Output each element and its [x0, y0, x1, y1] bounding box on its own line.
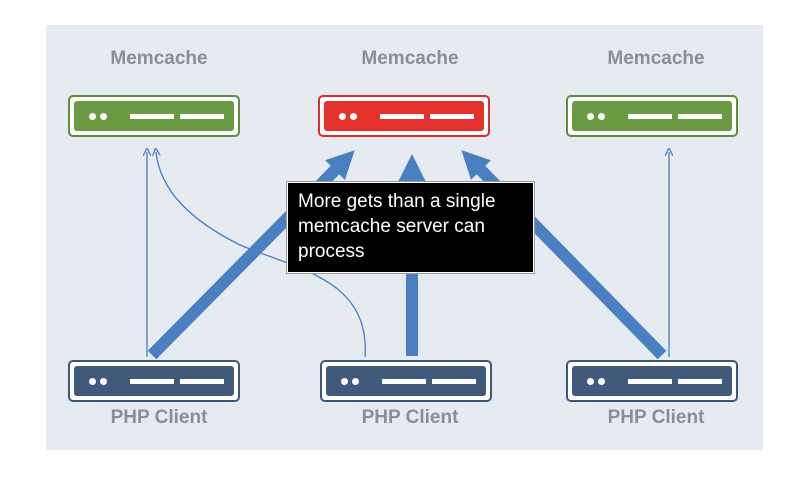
memcache-label-center: Memcache	[361, 48, 459, 69]
server-slot-icon	[628, 114, 672, 119]
server-led-icon	[89, 113, 96, 120]
server-slot-icon	[430, 114, 474, 119]
server-slot-icon	[130, 379, 174, 384]
server-led-icon	[89, 378, 96, 385]
server-led-icon	[339, 113, 346, 120]
php-client-label-left: PHP Client	[110, 407, 208, 428]
server-led-icon	[598, 113, 605, 120]
memcache-server-right	[566, 95, 738, 137]
server-led-icon	[100, 378, 107, 385]
server-led-icon	[587, 378, 594, 385]
server-slot-icon	[432, 379, 476, 384]
memcache-server-center-overloaded	[318, 95, 490, 137]
server-led-icon	[598, 378, 605, 385]
memcache-label-left: Memcache	[110, 48, 208, 69]
server-slot-icon	[180, 114, 224, 119]
php-client-label-center: PHP Client	[361, 407, 459, 428]
server-led-icon	[350, 113, 357, 120]
server-led-icon	[100, 113, 107, 120]
php-client-right	[566, 360, 738, 402]
server-slot-icon	[180, 379, 224, 384]
server-slot-icon	[382, 379, 426, 384]
php-client-left	[68, 360, 240, 402]
server-led-icon	[352, 378, 359, 385]
php-client-label-right: PHP Client	[607, 407, 705, 428]
memcache-label-right: Memcache	[607, 48, 705, 69]
thin-arrow-middle-client-to-left-memcache	[156, 152, 366, 358]
server-slot-icon	[130, 114, 174, 119]
server-slot-icon	[678, 114, 722, 119]
server-slot-icon	[678, 379, 722, 384]
memcache-server-left	[68, 95, 240, 137]
overload-callout: More gets than a single memcache server …	[286, 181, 535, 274]
server-slot-icon	[628, 379, 672, 384]
server-led-icon	[341, 378, 348, 385]
server-led-icon	[587, 113, 594, 120]
server-slot-icon	[380, 114, 424, 119]
php-client-center	[320, 360, 492, 402]
